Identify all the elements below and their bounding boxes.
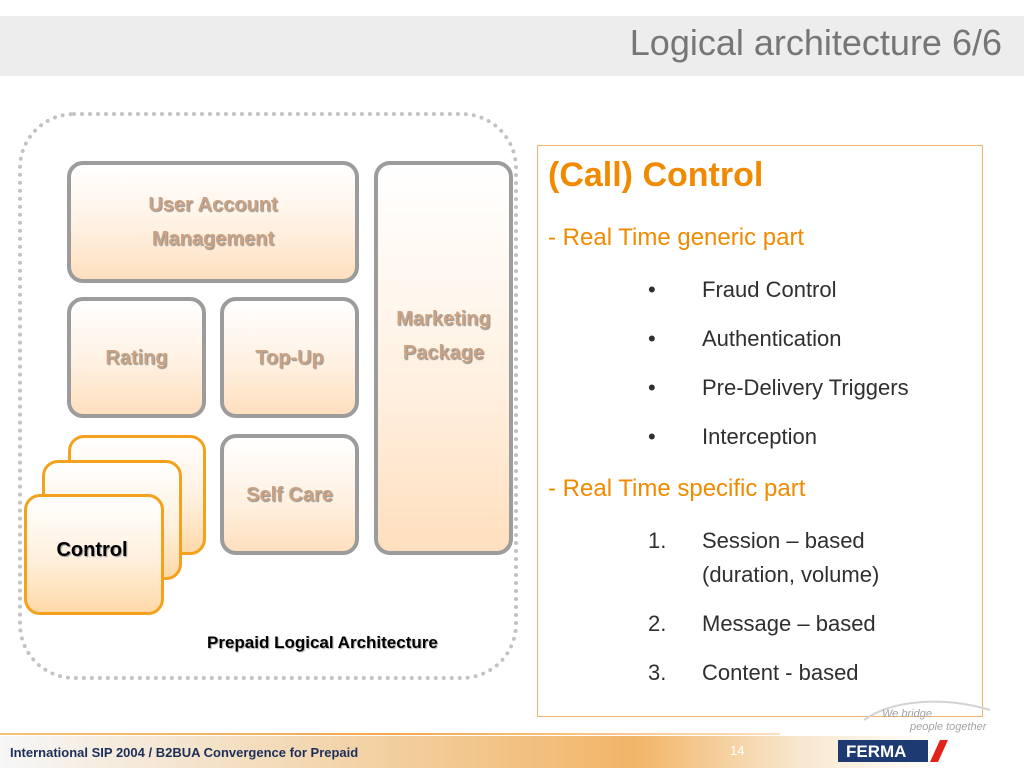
user-account-label-line2: Management [151,228,275,250]
number-marker: 2. [648,611,667,636]
section-generic-heading: - Real Time generic part [548,224,805,251]
bullet-text: Fraud Control [702,277,837,302]
swoosh-decoration [863,700,991,721]
panel-heading: (Call) Control [548,156,764,194]
marketing-label-line1: Marketing [396,308,491,330]
header-band [0,16,1024,76]
self-care-box: Self Care [220,434,359,555]
bullet-marker: • [648,424,656,449]
ferma-logo-text: FERMA [846,742,906,761]
bullet-item: • Interception [648,420,968,454]
control-box: Control [24,494,164,615]
slide-title: Logical architecture 6/6 [629,22,1002,63]
user-account-management-box: User Account Management [67,161,359,283]
topup-label: Top-Up [255,346,324,369]
numbered-text-line1: Session – based [702,528,865,553]
bullet-item: • Pre-Delivery Triggers [648,371,968,405]
tagline-line2: people together [910,721,987,733]
number-marker: 1. [648,528,667,553]
bullet-marker: • [648,326,656,351]
bullet-text: Authentication [702,326,842,351]
footer-divider [0,733,780,735]
marketing-label-line2: Package [402,342,485,364]
bullet-item: • Authentication [648,322,968,356]
control-label: Control [56,539,128,561]
page-number: 14 [730,743,745,758]
rating-label: Rating [105,346,168,369]
section-specific-heading: - Real Time specific part [548,475,806,502]
bullet-marker: • [648,375,656,400]
number-marker: 3. [648,660,667,685]
architecture-frame [18,112,518,680]
ferma-logo: FERMA [838,740,948,762]
tagline-line1: We bridge [882,708,932,720]
numbered-item: 3. Content - based [648,656,968,690]
bullet-marker: • [648,277,656,302]
self-care-label: Self Care [246,483,333,506]
numbered-text: Message – based [702,611,876,636]
rating-box: Rating [67,297,206,418]
bullet-item: • Fraud Control [648,273,968,307]
numbered-text: Content - based [702,660,859,685]
footer-text: International SIP 2004 / B2BUA Convergen… [10,745,359,760]
numbered-item: 2. Message – based [648,607,968,641]
bullet-text: Pre-Delivery Triggers [702,375,909,400]
call-control-panel: (Call) Control - Real Time generic part … [537,145,983,717]
tagline: We bridge people together [882,708,986,734]
numbered-text-line2: (duration, volume) [702,562,880,587]
bullet-text: Interception [702,424,817,449]
user-account-label-line1: User Account [148,194,278,216]
numbered-item: 1. Session – based (duration, volume) [648,524,968,592]
topup-box: Top-Up [220,297,359,418]
marketing-package-box: Marketing Package [374,161,513,555]
architecture-caption: Prepaid Logical Architecture [207,633,438,652]
